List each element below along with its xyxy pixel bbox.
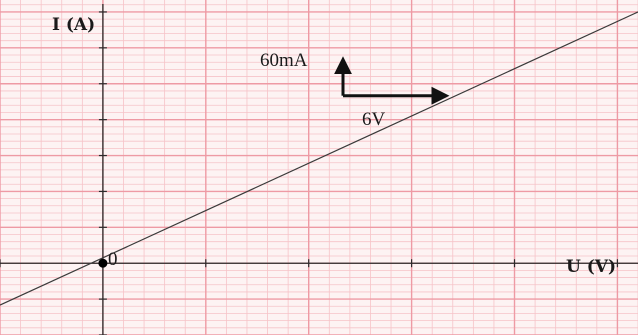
origin-label: 0 [108,249,118,270]
x-scale-label: 6V [362,109,386,130]
x-axis-title: U (V) [566,257,616,277]
origin-point [98,258,108,268]
y-scale-label: 60mA [260,50,308,71]
characteristic-line [0,11,638,306]
y-axis-title: I (A) [52,15,95,35]
scale-markers [334,56,450,105]
data-layer [0,11,638,306]
